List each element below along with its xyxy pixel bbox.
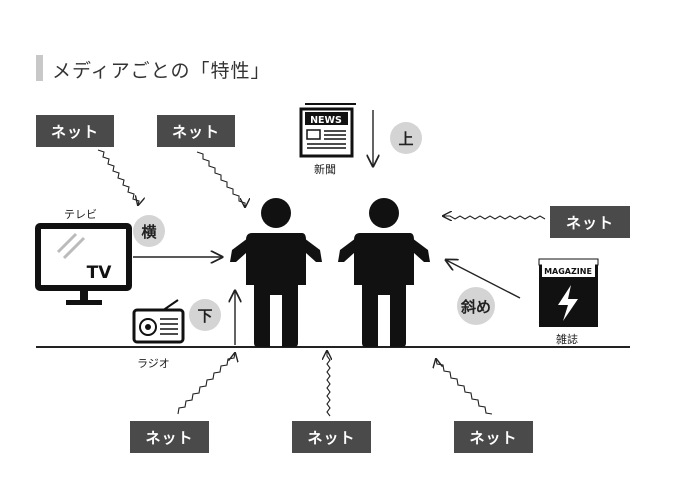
person-figure-left: [230, 198, 322, 347]
magazine-icon: MAGAZINE: [538, 258, 599, 327]
tv-screen-text: TV: [87, 263, 113, 283]
person-figure-right: [338, 198, 430, 347]
net-box-bottom-left: ネット: [130, 421, 209, 453]
newspaper-header-text: NEWS: [310, 115, 342, 126]
direction-badge-bottom: 下: [189, 299, 221, 331]
net-arrow-topleft: [97, 149, 139, 205]
newspaper-icon: NEWS: [299, 103, 356, 158]
direction-badge-top: 上: [390, 122, 422, 154]
direction-badge-diagonal: 斜め: [457, 287, 495, 325]
title-accent-bar: [36, 55, 43, 81]
net-arrow-bottomright: [436, 359, 493, 415]
net-arrow-bottomleft: [177, 353, 235, 415]
net-arrow-bottommid: [327, 351, 330, 417]
net-box-bottom-mid: ネット: [292, 421, 371, 453]
magazine-label: 雑誌: [556, 333, 578, 346]
net-arrow-right: [443, 216, 546, 219]
newspaper-label: 新聞: [314, 163, 336, 176]
net-arrow-topmid: [196, 151, 245, 207]
radio-icon: [132, 299, 185, 344]
tv-icon: TV: [35, 223, 132, 305]
net-box-top-left: ネット: [36, 115, 114, 147]
page-title: メディアごとの「特性」: [52, 60, 271, 82]
net-box-bottom-right: ネット: [454, 421, 533, 453]
net-box-right: ネット: [550, 206, 630, 238]
net-box-top-mid: ネット: [157, 115, 235, 147]
radio-label: ラジオ: [137, 357, 170, 370]
magazine-arrow: [446, 260, 521, 299]
magazine-header-text: MAGAZINE: [544, 267, 592, 276]
tv-label: テレビ: [64, 208, 97, 221]
direction-badge-horizontal: 横: [133, 215, 165, 247]
